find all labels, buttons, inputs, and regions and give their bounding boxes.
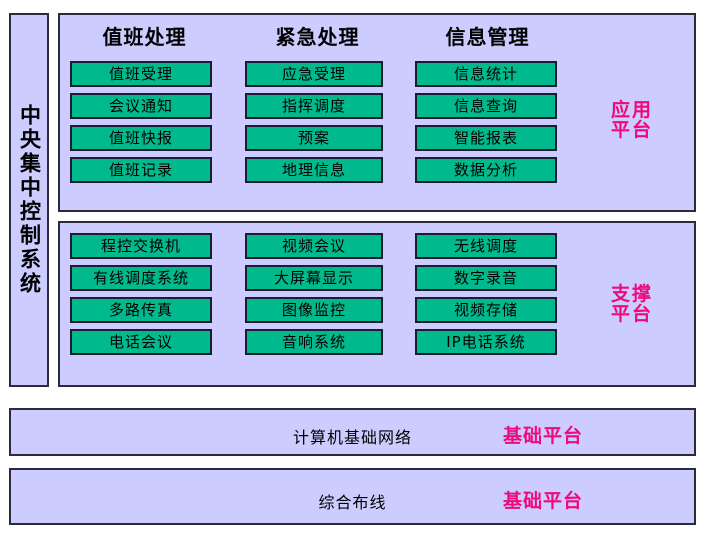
grid-row: 有线调度系统 大屏幕显示 数字录音 bbox=[70, 263, 600, 295]
module-cell[interactable]: 信息查询 bbox=[415, 93, 557, 119]
module-cell[interactable]: 指挥调度 bbox=[245, 93, 383, 119]
column-header-information-management: 信息管理 bbox=[445, 25, 530, 49]
module-cell[interactable]: 多路传真 bbox=[70, 297, 212, 323]
sidebar-central-control-system[interactable]: 中央集中控制系统 bbox=[9, 13, 49, 387]
bar-computer-base-network[interactable]: 计算机基础网络 基础平台 bbox=[9, 408, 696, 456]
module-cell[interactable]: 会议通知 bbox=[70, 93, 212, 119]
panel-support-platform: 程控交换机 视频会议 无线调度 有线调度系统 大屏幕显示 数字录音 多路传真 图… bbox=[58, 221, 696, 387]
panel-application-platform: 值班处理 紧急处理 信息管理 值班受理 应急受理 信息统计 会议通知 指挥调度 … bbox=[58, 13, 696, 212]
module-cell[interactable]: 地理信息 bbox=[245, 157, 383, 183]
module-cell[interactable]: IP电话系统 bbox=[415, 329, 557, 355]
platform-tag-application: 应用 平台 bbox=[610, 99, 653, 141]
grid-row: 多路传真 图像监控 视频存储 bbox=[70, 295, 600, 327]
module-cell[interactable]: 应急受理 bbox=[245, 61, 383, 87]
grid-row: 电话会议 音响系统 IP电话系统 bbox=[70, 327, 600, 359]
sidebar-label: 中央集中控制系统 bbox=[17, 104, 42, 296]
support-grid: 程控交换机 视频会议 无线调度 有线调度系统 大屏幕显示 数字录音 多路传真 图… bbox=[70, 231, 600, 359]
module-cell[interactable]: 有线调度系统 bbox=[70, 265, 212, 291]
grid-row: 会议通知 指挥调度 信息查询 bbox=[70, 91, 600, 123]
application-grid: 值班受理 应急受理 信息统计 会议通知 指挥调度 信息查询 值班快报 预案 智能… bbox=[70, 59, 600, 187]
module-cell[interactable]: 视频存储 bbox=[415, 297, 557, 323]
bar-title: 综合布线 bbox=[318, 493, 387, 512]
module-cell[interactable]: 数字录音 bbox=[415, 265, 557, 291]
module-cell[interactable]: 大屏幕显示 bbox=[245, 265, 383, 291]
module-cell[interactable]: 值班记录 bbox=[70, 157, 212, 183]
grid-row: 程控交换机 视频会议 无线调度 bbox=[70, 231, 600, 263]
module-cell[interactable]: 无线调度 bbox=[415, 233, 557, 259]
grid-row: 值班快报 预案 智能报表 bbox=[70, 123, 600, 155]
column-header-emergency-handling: 紧急处理 bbox=[275, 25, 360, 49]
column-header-duty-handling: 值班处理 bbox=[102, 25, 187, 49]
platform-tag-basic: 基础平台 bbox=[503, 490, 584, 512]
module-cell[interactable]: 值班受理 bbox=[70, 61, 212, 87]
bar-title: 计算机基础网络 bbox=[292, 428, 412, 447]
grid-row: 值班受理 应急受理 信息统计 bbox=[70, 59, 600, 91]
module-cell[interactable]: 程控交换机 bbox=[70, 233, 212, 259]
module-cell[interactable]: 预案 bbox=[245, 125, 383, 151]
grid-row: 值班记录 地理信息 数据分析 bbox=[70, 155, 600, 187]
platform-tag-support: 支撑 平台 bbox=[610, 283, 653, 325]
module-cell[interactable]: 智能报表 bbox=[415, 125, 557, 151]
module-cell[interactable]: 值班快报 bbox=[70, 125, 212, 151]
module-cell[interactable]: 图像监控 bbox=[245, 297, 383, 323]
module-cell[interactable]: 信息统计 bbox=[415, 61, 557, 87]
bar-integrated-cabling[interactable]: 综合布线 基础平台 bbox=[9, 468, 696, 525]
platform-tag-basic: 基础平台 bbox=[503, 425, 584, 447]
module-cell[interactable]: 视频会议 bbox=[245, 233, 383, 259]
module-cell[interactable]: 音响系统 bbox=[245, 329, 383, 355]
module-cell[interactable]: 电话会议 bbox=[70, 329, 212, 355]
module-cell[interactable]: 数据分析 bbox=[415, 157, 557, 183]
application-column-headers: 值班处理 紧急处理 信息管理 bbox=[60, 21, 694, 53]
